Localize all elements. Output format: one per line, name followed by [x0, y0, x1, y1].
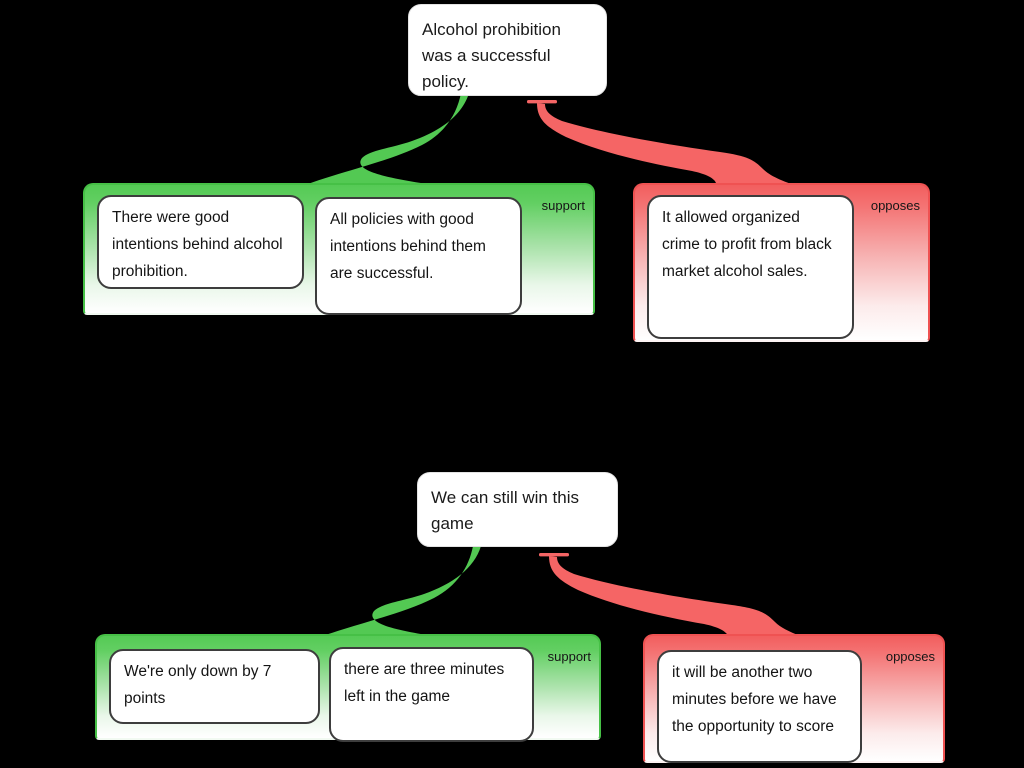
- premise-box[interactable]: there are three minutes left in the game: [329, 647, 534, 742]
- attack-bar-icon: [539, 553, 569, 557]
- oppose-edge[interactable]: [539, 553, 812, 640]
- premise-box[interactable]: We're only down by 7 points: [109, 649, 320, 724]
- support-group[interactable]: support We're only down by 7 points ther…: [95, 634, 601, 742]
- premise-box[interactable]: It allowed organized crime to profit fro…: [647, 195, 854, 339]
- support-group-label: support: [547, 649, 591, 664]
- premise-text: We're only down by 7 points: [124, 663, 272, 707]
- claim-text: We can still win this game: [431, 488, 580, 533]
- premise-text: It allowed organized crime to profit fro…: [662, 209, 832, 280]
- claim-box[interactable]: We can still win this game: [417, 472, 618, 547]
- support-group[interactable]: support There were good intentions behin…: [83, 183, 595, 315]
- oppose-group[interactable]: opposes It allowed organized crime to pr…: [633, 183, 930, 342]
- oppose-edge[interactable]: [527, 100, 800, 187]
- premise-text: There were good intentions behind alcoho…: [112, 209, 283, 280]
- claim-box[interactable]: Alcohol prohibition was a successful pol…: [408, 4, 607, 96]
- premise-text: it will be another two minutes before we…: [672, 664, 837, 735]
- premise-text: All policies with good intentions behind…: [330, 211, 486, 282]
- oppose-group-label: opposes: [870, 198, 920, 213]
- support-edge[interactable]: [300, 93, 469, 187]
- support-edge[interactable]: [312, 546, 481, 640]
- premise-box[interactable]: There were good intentions behind alcoho…: [97, 195, 304, 289]
- premise-text: there are three minutes left in the game: [344, 661, 505, 705]
- oppose-group-label: opposes: [885, 649, 935, 664]
- claim-text: Alcohol prohibition was a successful pol…: [422, 20, 561, 91]
- oppose-group[interactable]: opposes it will be another two minutes b…: [643, 634, 945, 763]
- attack-bar-icon: [527, 100, 557, 104]
- support-group-label: support: [541, 198, 585, 213]
- premise-box[interactable]: it will be another two minutes before we…: [657, 650, 862, 763]
- premise-box[interactable]: All policies with good intentions behind…: [315, 197, 522, 315]
